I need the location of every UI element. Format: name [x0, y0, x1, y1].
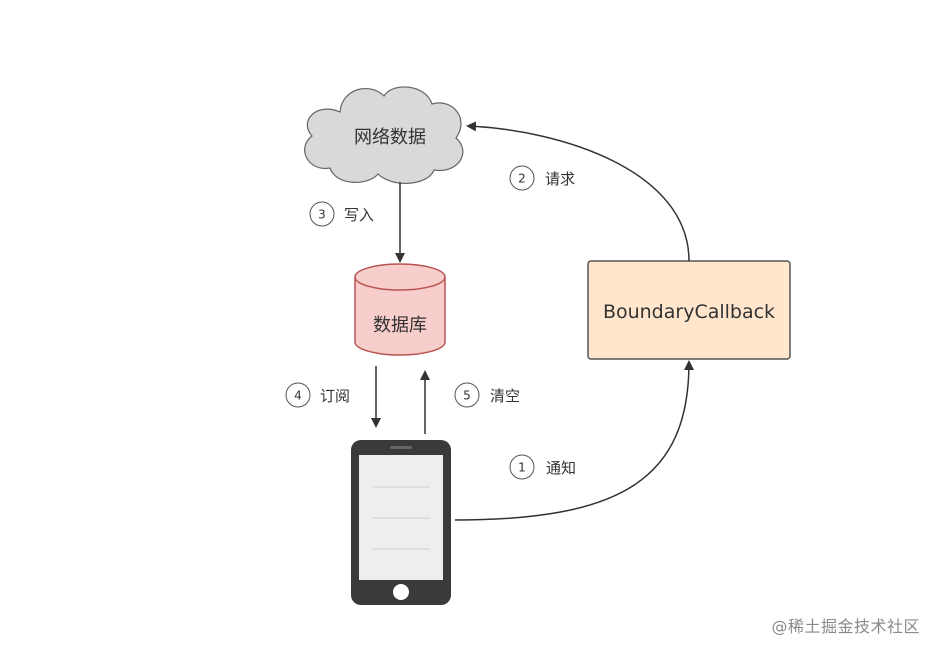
- boundary-callback-node: BoundaryCallback: [587, 260, 791, 360]
- cloud-node: 网络数据: [304, 86, 464, 184]
- step-label-2: 2 请求: [509, 165, 575, 191]
- step-badge: [509, 165, 535, 191]
- step-label-1: 1 通知: [509, 454, 576, 480]
- step-text: 请求: [545, 170, 575, 188]
- step-badge: [454, 382, 480, 408]
- phone-icon: [351, 440, 451, 605]
- step-text: 订阅: [320, 387, 350, 405]
- arrow-request: [466, 121, 690, 262]
- cloud-label: 网络数据: [354, 127, 426, 148]
- step-number: 4: [294, 389, 302, 403]
- cloud-shape: [304, 86, 464, 184]
- phone-home-button: [393, 584, 409, 600]
- step-number: 3: [318, 208, 326, 222]
- step-label-3: 3 写入: [309, 201, 374, 227]
- step-label-5: 5 清空: [454, 382, 520, 408]
- step-text: 通知: [546, 459, 576, 477]
- step-label-4: 4 订阅: [285, 382, 350, 408]
- step-text: 写入: [344, 206, 374, 224]
- boundary-callback-label: BoundaryCallback: [603, 301, 775, 323]
- database-top: [354, 263, 446, 291]
- database-node: 数据库: [354, 263, 446, 356]
- step-badge: [309, 201, 335, 227]
- step-number: 5: [463, 389, 471, 403]
- step-number: 2: [518, 172, 526, 186]
- step-number: 1: [518, 461, 526, 475]
- database-cylinder: [354, 277, 446, 356]
- arrows: [371, 121, 694, 521]
- step-badge: [285, 382, 311, 408]
- step-text: 清空: [490, 387, 520, 405]
- step-badge: [509, 454, 535, 480]
- phone-speaker: [390, 446, 412, 449]
- arrow-notify: [454, 360, 694, 521]
- watermark-text: @稀土掘金技术社区: [771, 617, 920, 636]
- database-label: 数据库: [373, 315, 427, 336]
